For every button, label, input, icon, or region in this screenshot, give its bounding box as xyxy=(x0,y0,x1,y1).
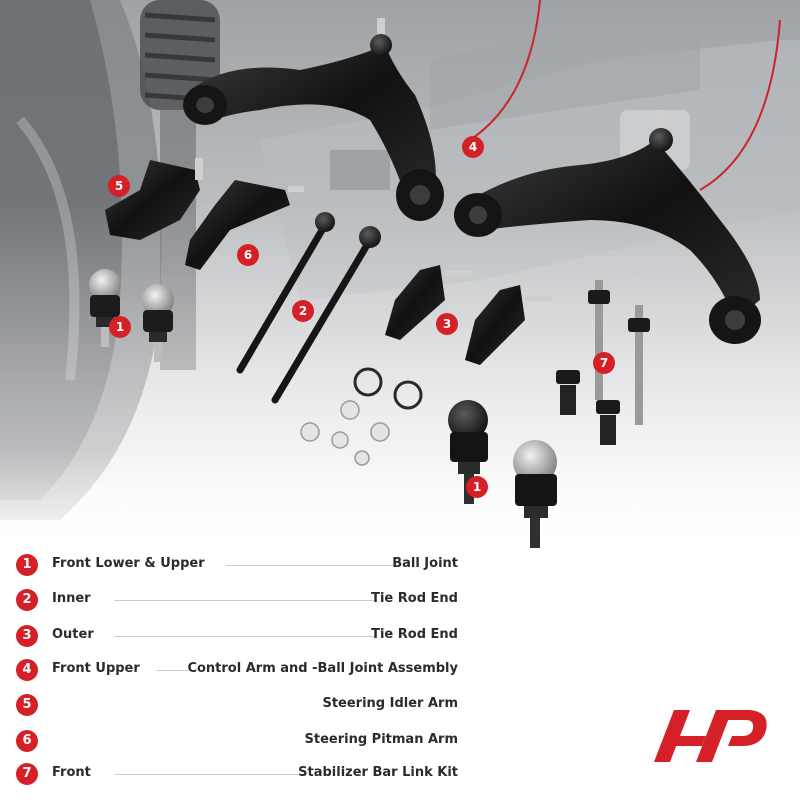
callout-5: 5 xyxy=(108,175,130,197)
callout-4: 4 xyxy=(462,136,484,158)
legend-row-6: 6 Steering Pitman Arm xyxy=(16,728,476,754)
legend-row-4: 4 Front Upper Control Arm and -Ball Join… xyxy=(16,657,476,683)
legend-right-text: Control Arm and -Ball Joint Assembly xyxy=(187,661,458,676)
legend-row-3: 3 Outer Tie Rod End xyxy=(16,623,476,649)
callout-6: 6 xyxy=(237,244,259,266)
legend-left-text: Outer xyxy=(52,627,94,642)
legend-number: 5 xyxy=(16,694,38,716)
legend-number: 2 xyxy=(16,589,38,611)
legend-row-7: 7 Front Stabilizer Bar Link Kit xyxy=(16,761,476,787)
legend-row-2: 2 Inner Tie Rod End xyxy=(16,587,476,613)
legend-right-text: Tie Rod End xyxy=(371,591,458,606)
legend-left-text: Inner xyxy=(52,591,91,606)
legend-right-text: Stabilizer Bar Link Kit xyxy=(298,765,458,780)
legend-right-text: Ball Joint xyxy=(392,556,458,571)
legend-left-text: Front xyxy=(52,765,91,780)
callout-1-lower: 1 xyxy=(466,476,488,498)
parts-photo xyxy=(0,0,800,560)
legend-right-text: Tie Rod End xyxy=(371,627,458,642)
callout-2: 2 xyxy=(292,300,314,322)
legend-right-text: Steering Idler Arm xyxy=(322,696,458,711)
legend-right-text: Steering Pitman Arm xyxy=(304,732,458,747)
legend-number: 4 xyxy=(16,659,38,681)
legend-number: 6 xyxy=(16,730,38,752)
legend-divider xyxy=(114,636,376,637)
legend-number: 3 xyxy=(16,625,38,647)
legend-row-5: 5 Steering Idler Arm xyxy=(16,692,476,718)
legend-number: 1 xyxy=(16,554,38,576)
callout-1: 1 xyxy=(109,316,131,338)
legend-divider xyxy=(226,565,396,566)
legend-divider xyxy=(114,774,299,775)
legend-divider xyxy=(156,670,191,671)
callout-7: 7 xyxy=(593,352,615,374)
callout-3: 3 xyxy=(436,313,458,335)
parts-legend: 1 Front Lower & Upper Ball Joint 2 Inner… xyxy=(0,545,800,800)
legend-left-text: Front Upper xyxy=(52,661,140,676)
legend-row-1: 1 Front Lower & Upper Ball Joint xyxy=(16,552,476,578)
brand-logo xyxy=(654,710,767,762)
legend-left-text: Front Lower & Upper xyxy=(52,556,205,571)
legend-number: 7 xyxy=(16,763,38,785)
legend-divider xyxy=(114,600,376,601)
